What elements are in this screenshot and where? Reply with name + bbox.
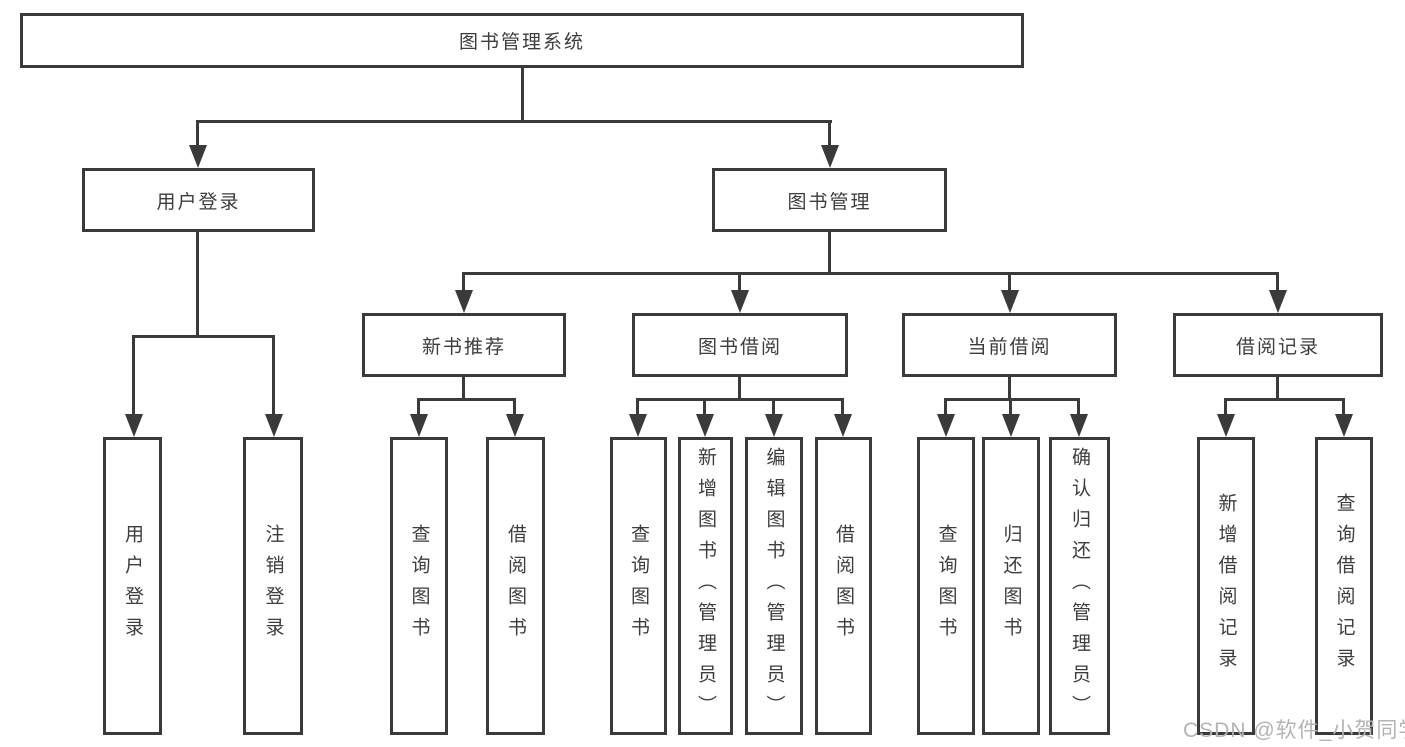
line-root-branch: [197, 120, 832, 123]
node-query-books-1: 查询图书: [390, 437, 448, 735]
node-add-borrow-record-label: 新增借阅记录: [1215, 493, 1237, 679]
node-borrow-records-label: 借阅记录: [1235, 336, 1320, 358]
node-add-borrow-record: 新增借阅记录: [1197, 437, 1255, 735]
node-book-management: 图书管理: [712, 168, 947, 232]
node-query-books-2-label: 查询图书: [628, 524, 649, 648]
node-query-borrow-record: 查询借阅记录: [1315, 437, 1373, 735]
line-current-borrow-stub: [1008, 377, 1011, 398]
node-new-book-recommend-label: 新书推荐: [421, 336, 506, 358]
node-logout: 注销登录: [243, 437, 303, 735]
node-confirm-return-admin: 确认归还（管理员）: [1049, 437, 1110, 735]
node-user-login-leaf: 用户登录: [103, 437, 162, 735]
node-borrow-books-2: 借阅图书: [815, 437, 872, 735]
line-new-book-recommend-branch: [417, 398, 516, 401]
line-to-logout: [272, 335, 275, 416]
node-confirm-return-admin-label: 确认归还（管理员）: [1069, 446, 1090, 726]
node-borrow-records: 借阅记录: [1173, 313, 1383, 377]
line-borrow-records-branch: [1224, 398, 1345, 401]
node-borrow-books-1: 借阅图书: [486, 437, 545, 735]
node-add-book-admin-label: 新增图书（管理员）: [695, 446, 716, 726]
line-to-confirm-return: [1077, 398, 1080, 416]
csdn-watermark: CSDN @软件_小贺同学: [1183, 719, 1405, 742]
node-user-login-label: 用户登录: [156, 191, 241, 213]
line-borrow-records-stub: [1276, 377, 1279, 398]
arrowhead-add-book-icon: [696, 414, 714, 437]
arrowhead-current-borrow-icon: [1001, 290, 1019, 313]
line-book-management-stub: [828, 232, 831, 272]
node-query-books-3-label: 查询图书: [935, 524, 957, 648]
line-user-login-stub: [196, 232, 199, 335]
arrowhead-query-books-2-icon: [629, 414, 647, 437]
arrowhead-borrow-books-2-icon: [834, 414, 852, 437]
line-user-login-branch: [132, 335, 275, 338]
arrowhead-logout-icon: [265, 414, 283, 437]
node-root-label: 图书管理系统: [458, 32, 585, 53]
node-borrow-books-1-label: 借阅图书: [505, 524, 526, 648]
node-root: 图书管理系统: [20, 13, 1024, 68]
arrowhead-book-management-icon: [821, 145, 839, 168]
line-book-borrow-stub: [738, 377, 741, 398]
line-to-current-borrow: [1008, 272, 1011, 292]
line-to-query-books-2: [636, 398, 639, 416]
line-to-borrow-books-1: [513, 398, 516, 416]
line-to-query-books-1: [417, 398, 420, 416]
node-query-borrow-record-label: 查询借阅记录: [1333, 493, 1355, 679]
node-book-management-label: 图书管理: [787, 191, 872, 213]
line-to-book-management: [828, 120, 831, 147]
line-book-management-branch: [462, 272, 1279, 275]
node-query-books-2: 查询图书: [610, 437, 667, 735]
arrowhead-edit-book-icon: [765, 414, 783, 437]
line-current-borrow-branch: [944, 398, 1080, 401]
line-to-new-book-recommend: [462, 272, 465, 292]
node-current-borrow: 当前借阅: [902, 313, 1117, 377]
line-root-stub: [521, 68, 524, 120]
line-to-user-login: [196, 120, 199, 147]
arrowhead-user-login-icon: [189, 145, 207, 168]
node-new-book-recommend: 新书推荐: [362, 313, 566, 377]
node-book-borrow-label: 图书借阅: [697, 336, 782, 358]
arrowhead-new-book-recommend-icon: [455, 290, 473, 313]
line-book-borrow-branch: [636, 398, 844, 401]
line-to-borrow-records: [1276, 272, 1279, 292]
line-new-book-recommend-stub: [462, 377, 465, 398]
node-borrow-books-2-label: 借阅图书: [833, 524, 854, 648]
line-to-book-borrow: [738, 272, 741, 292]
line-to-edit-book: [772, 398, 775, 416]
line-to-query-books-3: [944, 398, 947, 416]
arrowhead-query-books-3-icon: [937, 414, 955, 437]
arrowhead-user-login-leaf-icon: [125, 414, 143, 437]
node-edit-book-admin-label: 编辑图书（管理员）: [763, 446, 785, 726]
node-logout-label: 注销登录: [262, 524, 284, 648]
node-book-borrow: 图书借阅: [632, 313, 848, 377]
node-user-login-leaf-label: 用户登录: [122, 524, 143, 648]
line-to-add-book: [703, 398, 706, 416]
arrowhead-query-borrow-record-icon: [1335, 414, 1353, 437]
node-current-borrow-label: 当前借阅: [967, 336, 1052, 358]
arrowhead-query-books-1-icon: [410, 414, 428, 437]
node-edit-book-admin: 编辑图书（管理员）: [745, 437, 803, 735]
line-to-query-borrow-record: [1342, 398, 1345, 416]
arrowhead-return-books-icon: [1002, 414, 1020, 437]
arrowhead-borrow-records-icon: [1269, 290, 1287, 313]
node-user-login: 用户登录: [82, 168, 315, 232]
arrowhead-add-borrow-record-icon: [1217, 414, 1235, 437]
arrowhead-borrow-books-1-icon: [506, 414, 524, 437]
node-add-book-admin: 新增图书（管理员）: [678, 437, 733, 735]
node-query-books-3: 查询图书: [917, 437, 975, 735]
line-to-return-books: [1009, 398, 1012, 416]
line-to-user-login-leaf: [132, 335, 135, 416]
node-query-books-1-label: 查询图书: [408, 524, 430, 648]
line-to-borrow-books-2: [841, 398, 844, 416]
arrowhead-book-borrow-icon: [731, 290, 749, 313]
arrowhead-confirm-return-icon: [1070, 414, 1088, 437]
line-to-add-borrow-record: [1224, 398, 1227, 416]
node-return-books: 归还图书: [982, 437, 1040, 735]
node-return-books-label: 归还图书: [1000, 524, 1022, 648]
